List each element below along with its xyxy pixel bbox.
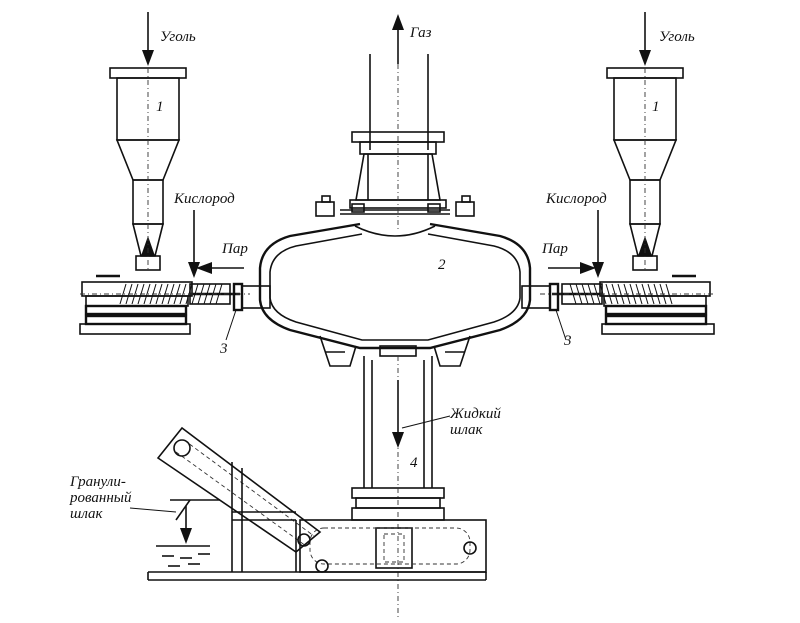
gasifier-body bbox=[258, 195, 532, 367]
slag-column bbox=[351, 356, 445, 618]
coal-label-left: Уголь bbox=[160, 29, 196, 45]
bunker-number-right: 1 bbox=[652, 99, 660, 115]
gas-outlet-pipe bbox=[349, 40, 447, 230]
liquid-slag-leader bbox=[401, 415, 451, 429]
steam-label-left: Пар bbox=[222, 241, 248, 257]
slag-bath bbox=[147, 519, 487, 581]
steam-arrow-right bbox=[548, 262, 596, 274]
oxygen-arrow-right bbox=[592, 210, 604, 278]
gas-arrow bbox=[392, 14, 404, 64]
gas-label: Газ bbox=[410, 25, 432, 41]
screw-feeder-left bbox=[79, 274, 250, 335]
granulated-slag-output bbox=[156, 506, 210, 567]
granulated-slag-leader bbox=[129, 507, 177, 513]
oxygen-arrow-left bbox=[188, 210, 200, 278]
coal-arrow-right bbox=[639, 12, 651, 66]
burner-nozzle-right bbox=[521, 282, 567, 341]
bunker-number-left: 1 bbox=[156, 99, 164, 115]
slag-conveyor bbox=[156, 426, 322, 572]
gasifier-number: 2 bbox=[438, 257, 446, 273]
nozzle-number-left: 3 bbox=[220, 341, 228, 357]
liquid-slag-label: Жидкий шлак bbox=[450, 406, 501, 438]
coal-label-right: Уголь bbox=[659, 29, 695, 45]
steam-label-right: Пар bbox=[542, 241, 568, 257]
steam-arrow-left bbox=[196, 262, 244, 274]
slag-column-number: 4 bbox=[410, 455, 418, 471]
slag-arrow bbox=[392, 380, 404, 448]
coal-arrow-left bbox=[142, 12, 154, 66]
oxygen-label-left: Кислород bbox=[174, 191, 235, 207]
coal-bunker-left bbox=[109, 67, 187, 271]
granulated-slag-label: Гранули- рованный шлак bbox=[70, 474, 132, 522]
oxygen-label-right: Кислород bbox=[546, 191, 607, 207]
screw-feeder-right bbox=[540, 274, 715, 335]
nozzle-number-right: 3 bbox=[564, 333, 572, 349]
coal-bunker-right bbox=[606, 67, 684, 271]
